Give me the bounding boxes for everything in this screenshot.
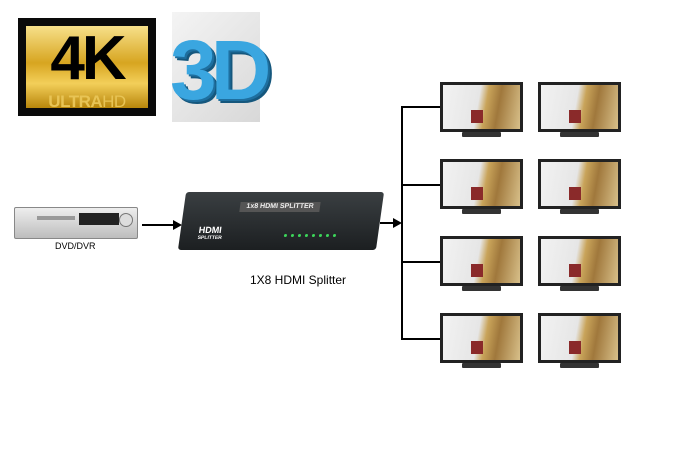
4k-ultra-hd-logo: 4K ULTRAHD <box>18 18 156 116</box>
dvd-label: DVD/DVR <box>55 241 96 251</box>
display-monitor <box>538 236 621 294</box>
source-connector <box>142 224 174 226</box>
display-monitor <box>440 313 523 371</box>
3d-logo: 3D <box>170 12 271 122</box>
display-monitor <box>440 236 523 294</box>
branch-line-3 <box>401 261 441 263</box>
display-monitor <box>440 82 523 140</box>
branch-line-4 <box>401 338 441 340</box>
display-monitor <box>440 159 523 217</box>
splitter-caption: 1X8 HDMI Splitter <box>250 273 347 287</box>
distribution-bus-line <box>401 106 403 340</box>
branch-line-1 <box>401 106 441 108</box>
arrow-right-icon <box>393 218 402 228</box>
dvd-player-image <box>14 207 138 239</box>
display-monitor <box>538 313 621 371</box>
arrow-right-icon <box>173 220 182 230</box>
output-connector <box>380 222 394 224</box>
display-monitor <box>538 159 621 217</box>
branch-line-2 <box>401 184 441 186</box>
display-monitor <box>538 82 621 140</box>
